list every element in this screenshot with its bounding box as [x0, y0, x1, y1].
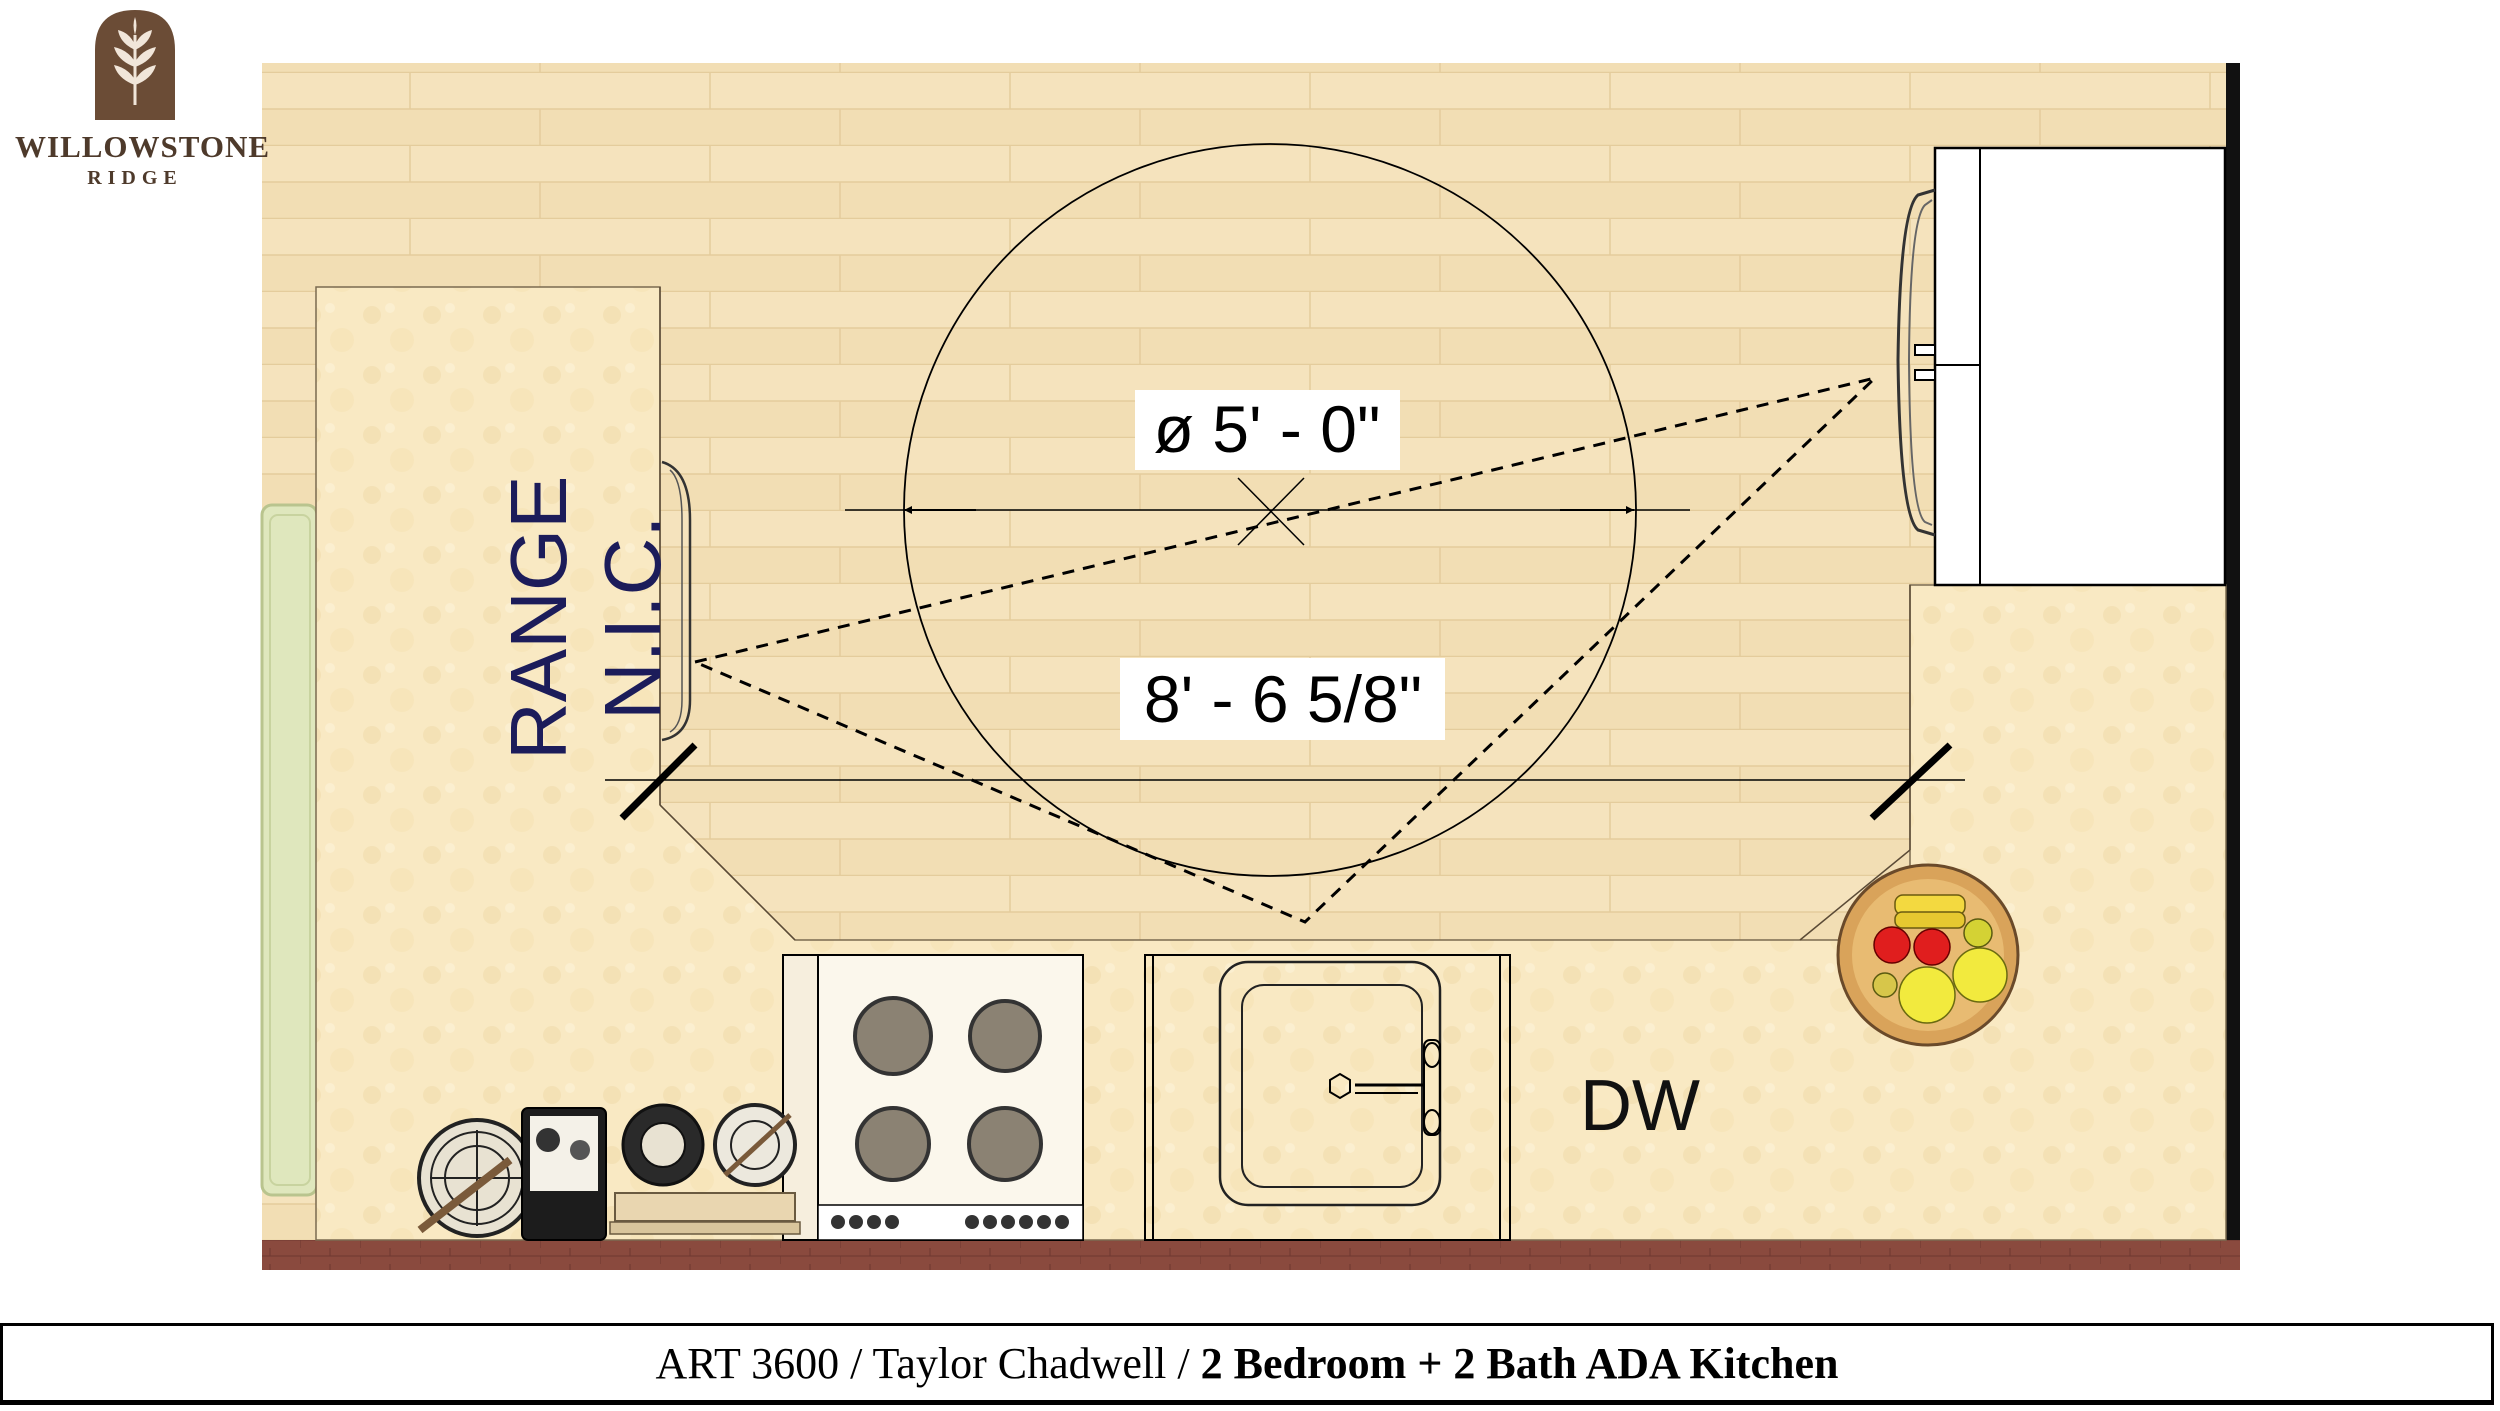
turning-circle-label: ø 5' - 0"	[1154, 392, 1381, 466]
clearance-tick	[1869, 742, 1953, 821]
refrigerator	[1896, 146, 2227, 587]
burner-icon	[968, 999, 1042, 1073]
burner-icon	[967, 1106, 1043, 1182]
clearance-tick	[619, 742, 698, 821]
range-nic-label: N.I.C.	[588, 516, 677, 720]
caption-title: 2 Bedroom + 2 Bath ADA Kitchen	[1200, 1338, 1839, 1388]
cooktop	[782, 954, 1084, 1241]
fruit-bowl	[1836, 863, 2020, 1047]
right-wall	[2226, 63, 2240, 1268]
bottom-brick-wall	[262, 1240, 2240, 1270]
leaf-emblem-icon	[95, 10, 175, 120]
sink	[1144, 954, 1511, 1241]
burner-icon	[855, 1106, 931, 1182]
range-label: RANGE	[494, 476, 583, 761]
caption-prefix: ART 3600 / Taylor Chadwell /	[655, 1338, 1201, 1388]
logo: WILLOWSTONE RIDGE	[15, 5, 271, 189]
logo-name: WILLOWSTONE	[15, 129, 271, 164]
dishwasher-label: DW	[1580, 1066, 1700, 1146]
logo-subtitle: RIDGE	[87, 167, 183, 189]
work-triangle	[690, 375, 1881, 924]
clearance-label: 8' - 6 5/8"	[1144, 662, 1422, 736]
burner-icon	[853, 996, 933, 1076]
caption-bar: ART 3600 / Taylor Chadwell / 2 Bedroom +…	[0, 1323, 2494, 1405]
small-appliances	[417, 1103, 801, 1241]
range-edge	[661, 460, 692, 742]
